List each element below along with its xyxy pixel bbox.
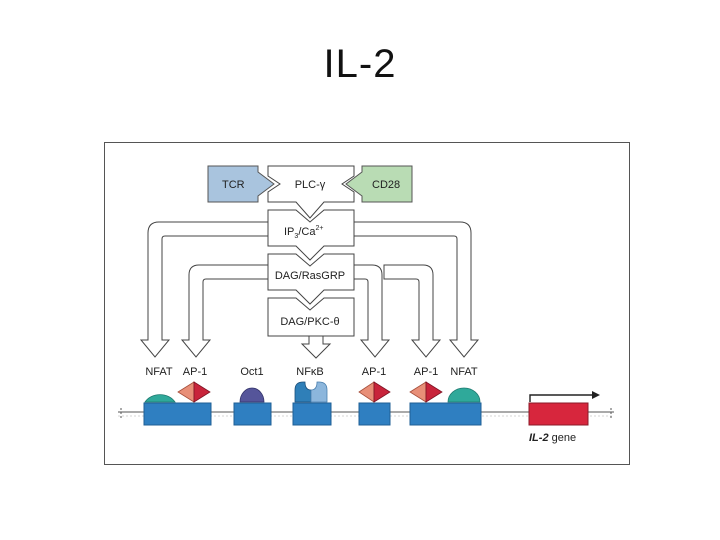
nfat-right-protein (447, 387, 481, 403)
promoter-box-5 (409, 402, 482, 426)
slide-title: IL-2 (323, 42, 397, 86)
plc-gamma-label: PLC-γ (295, 179, 326, 191)
oct1-protein (239, 387, 265, 403)
ap1-right-protein-b (425, 381, 443, 403)
nfkb-protein-right (310, 381, 328, 403)
promoter-box-4 (358, 402, 391, 426)
arrow-to-nfkb (300, 335, 332, 359)
promoter-box-2 (233, 402, 272, 426)
dag-rasgrp-label: DAG/RasGRP (275, 270, 345, 282)
arrow-to-ap1-left (180, 264, 270, 358)
ip3-ca-label: IP3/Ca2+ (284, 225, 323, 240)
plc-gamma-box (267, 165, 355, 219)
nfat-left-label: NFAT (145, 366, 173, 378)
dag-pkc-label: DAG/PKC-θ (280, 316, 339, 328)
promoter-box-1 (143, 402, 212, 426)
cd28-box (345, 165, 413, 203)
ip3-ca-box (267, 209, 355, 261)
il2-gene-label: IL-2 gene (529, 432, 576, 444)
nfat-left-protein (144, 394, 176, 403)
arrow-to-nfat-left (139, 221, 270, 358)
il2-gene-box (528, 402, 589, 426)
diagram-canvas: TCR CD28 PLC-γ IP3/Ca2+ DAG/RasGRP DAG/P… (104, 142, 630, 465)
nfkb-label: NFκB (296, 366, 324, 378)
cd28-label: CD28 (372, 179, 400, 191)
promoter-box-3 (292, 402, 332, 426)
arrow-to-ap1-mid (352, 264, 391, 358)
tcr-label: TCR (222, 179, 245, 191)
ap1-left-label: AP-1 (183, 366, 207, 378)
arrow-to-nfat-right (352, 221, 480, 358)
ap1-right-label: AP-1 (414, 366, 438, 378)
nfat-right-label: NFAT (450, 366, 478, 378)
transcription-arrowhead (592, 391, 600, 399)
ap1-left-protein-b (193, 381, 211, 403)
oct1-label: Oct1 (240, 366, 263, 378)
tcr-box (207, 165, 275, 203)
dag-pkc-box (267, 297, 355, 337)
signal-arrows (139, 221, 480, 359)
nfkb-protein-left (294, 381, 312, 403)
arrow-to-ap1-right (383, 264, 442, 358)
transcription-start-arrow (529, 394, 594, 402)
ap1-mid-label: AP-1 (362, 366, 386, 378)
dag-rasgrp-box (267, 253, 355, 305)
ap1-mid-protein-b (373, 381, 391, 403)
signaling-diagram: TCR CD28 PLC-γ IP3/Ca2+ DAG/RasGRP DAG/P… (104, 142, 630, 465)
